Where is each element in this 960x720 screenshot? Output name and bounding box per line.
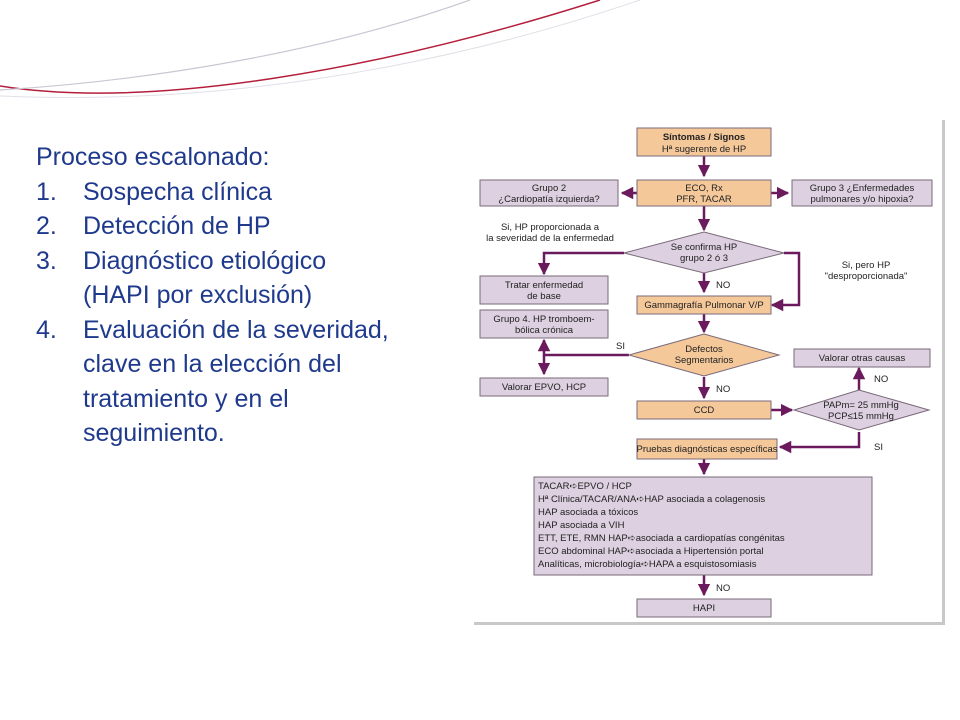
node-grupo3 — [791, 179, 933, 207]
node-valorar-epvo — [479, 377, 609, 397]
label-si-papm: SI — [874, 442, 883, 453]
node-defectos-line-2: Segmentarios — [675, 355, 734, 366]
panel-heading: Proceso escalonado: — [36, 143, 270, 171]
node-tests-line: HAP asociada a VIH — [538, 520, 625, 531]
node-eco — [636, 179, 772, 207]
node-gammagrafia-text: Gammagrafía Pulmonar V/P — [644, 300, 763, 311]
step-line: tratamiento y en el — [83, 384, 289, 413]
flowchart-panel: Síntomas / Signos Hª sugerente de HP ECO… — [474, 120, 945, 625]
node-grupo4 — [479, 309, 609, 339]
node-grupo4-line-1: Grupo 4. HP tromboem- — [493, 314, 594, 325]
node-confirma — [623, 231, 785, 274]
node-grupo2-line-1: Grupo 2 — [532, 183, 566, 194]
step-line: clave en la elección del — [83, 350, 342, 378]
label-si-proporcionada-1: Si, HP proporcionada a — [501, 222, 600, 233]
step-number: 2. — [36, 212, 57, 240]
label-si-defectos: SI — [616, 341, 625, 352]
node-otras-causas-text: Valorar otras causas — [819, 353, 906, 364]
label-no-papm: NO — [874, 374, 888, 385]
node-tratar-line-1: Tratar enfermedad — [505, 280, 583, 291]
node-tests-line: HAP asociada a tóxicos — [538, 507, 638, 518]
node-tests-line: Analíticas, microbiología➪HAPA a esquist… — [538, 559, 757, 570]
arrow-papm-pruebas — [778, 432, 861, 454]
node-grupo2 — [479, 179, 619, 207]
label-si-desproporcionada-2: "desproporcionada" — [825, 271, 908, 282]
node-gammagrafia — [636, 295, 772, 315]
node-ccd — [636, 400, 772, 420]
step-line: seguimiento. — [83, 419, 225, 447]
node-defectos-line-1: Defectos — [685, 344, 723, 355]
node-hapi — [636, 598, 772, 618]
node-sintomas — [636, 127, 772, 157]
label-no-confirma: NO — [716, 280, 730, 291]
node-tratar — [479, 275, 609, 305]
step-4: 4. Evaluación de la severidad, clave en … — [36, 313, 486, 451]
node-grupo4-line-2: bólica crónica — [515, 325, 574, 336]
arrow-desproporcionada — [770, 251, 801, 312]
swoosh-line-grey — [0, 0, 471, 91]
label-si-proporcionada-2: la severidad de la enfermedad — [486, 233, 614, 244]
step-number: 3. — [36, 246, 57, 275]
step-line: Detección de HP — [83, 212, 271, 240]
node-pruebas — [636, 438, 778, 460]
node-pruebas-text: Pruebas diagnósticas específicas — [637, 444, 778, 455]
step-number: 1. — [36, 177, 57, 206]
node-tests-line: ECO abdominal HAP➪asociada a Hipertensió… — [538, 546, 764, 557]
node-papm-line-1: PAPm= 25 mmHg — [823, 400, 899, 411]
node-tests-line: ETT, ETE, RMN HAP➪asociada a cardiopatía… — [538, 533, 785, 544]
node-confirma-line-1: Se confirma HP — [671, 242, 738, 253]
step-3: 3. Diagnóstico etiológico (HAPI por excl… — [36, 244, 486, 313]
step-line: Evaluación de la severidad, — [83, 315, 389, 344]
arrow-confirma-tratar — [537, 251, 624, 276]
node-eco-line-2: PFR, TACAR — [676, 194, 732, 205]
node-papm-line-2: PCP≤15 mmHg — [828, 411, 894, 422]
node-sintomas-line-1: Síntomas / Signos — [663, 132, 745, 143]
node-sintomas-line-2: Hª sugerente de HP — [662, 144, 746, 155]
flow-arrows — [537, 156, 866, 597]
node-otras-causas — [793, 348, 931, 368]
node-eco-line-1: ECO, Rx — [685, 183, 723, 194]
label-no-defectos: NO — [716, 384, 730, 395]
node-defectos — [627, 333, 781, 377]
node-tests-line: TACAR➪EPVO / HCP — [538, 481, 632, 492]
node-hapi-text: HAPI — [693, 603, 715, 614]
step-list: 1. Sospecha clínica 2. Detección de HP 3… — [36, 175, 486, 451]
swoosh-line-red — [0, 0, 601, 94]
node-grupo2-line-2: ¿Cardiopatía izquierda? — [498, 194, 599, 205]
step-number: 4. — [36, 315, 57, 344]
node-grupo3-line-1: Grupo 3 ¿Enfermedades — [810, 183, 915, 194]
step-2: 2. Detección de HP — [36, 209, 486, 244]
step-1: 1. Sospecha clínica — [36, 175, 486, 210]
node-papm — [792, 389, 931, 431]
label-si-desproporcionada-1: Si, pero HP — [842, 260, 891, 271]
node-grupo3-line-2: pulmonares y/o hipoxia? — [811, 194, 914, 205]
node-confirma-line-2: grupo 2 ó 3 — [680, 253, 728, 264]
node-tratar-line-2: de base — [527, 291, 561, 302]
text-panel: Proceso escalonado: 1. Sospecha clínica … — [36, 140, 486, 451]
node-valorar-epvo-text: Valorar EPVO, HCP — [502, 382, 586, 393]
node-tests-line: Hª Clínica/TACAR/ANA➪HAP asociada a cola… — [538, 494, 765, 505]
node-ccd-text: CCD — [694, 405, 715, 416]
step-line: Diagnóstico etiológico — [83, 246, 327, 275]
step-line: (HAPI por exclusión) — [83, 281, 313, 309]
label-no-hapi: NO — [716, 583, 730, 594]
node-tests — [533, 476, 873, 576]
step-line: Sospecha clínica — [83, 177, 273, 206]
diagnostic-flowchart: Síntomas / Signos Hª sugerente de HP ECO… — [479, 127, 933, 618]
decorative-swoosh — [0, 0, 641, 99]
swoosh-line-light — [0, 0, 641, 99]
